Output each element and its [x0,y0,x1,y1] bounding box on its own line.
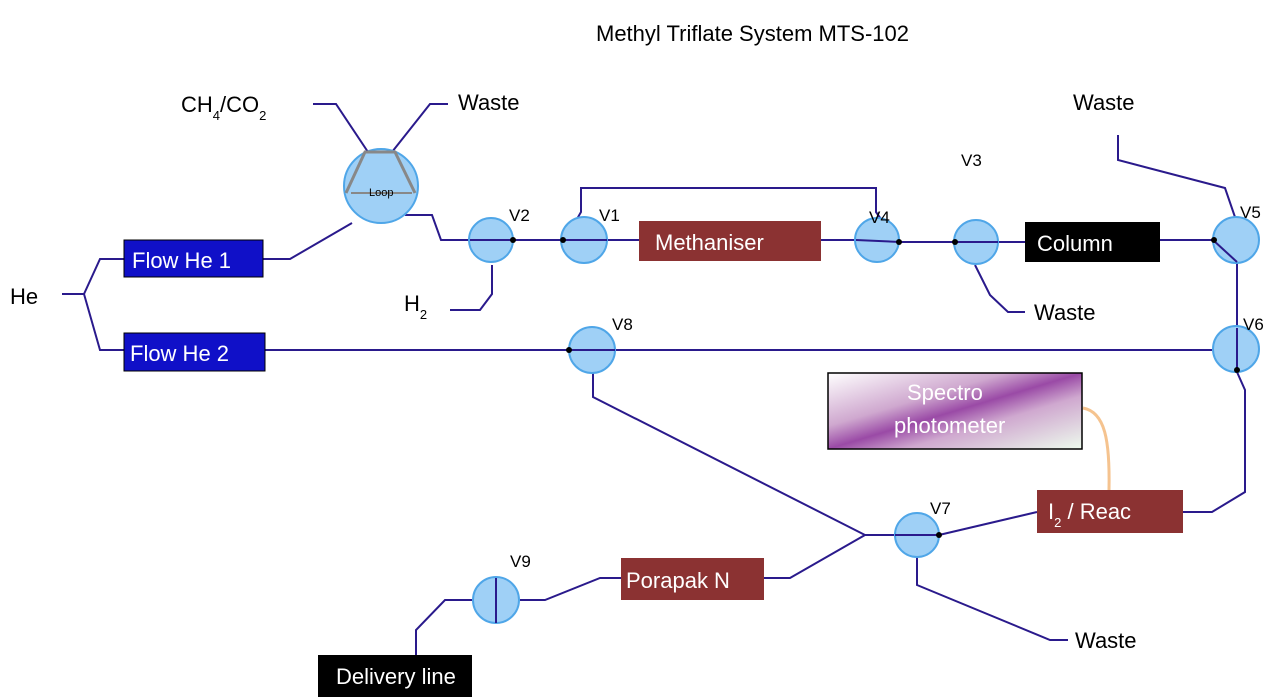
column-box[interactable]: Column [1025,222,1160,262]
valve-label-v3: V3 [961,151,982,170]
ch4-co2-label: CH4/CO2 [181,92,266,123]
diagram-title: Methyl Triflate System MTS-102 [596,21,909,46]
valve-label-v1: V1 [599,206,620,225]
valve-label-v2: V2 [509,206,530,225]
valve-label-v4: V4 [869,208,890,227]
valve-v6[interactable] [1212,325,1260,373]
flow-he-2-box[interactable]: Flow He 2 [123,332,266,372]
flow-he-2-label: Flow He 2 [130,341,229,366]
valve-label-v6: V6 [1243,315,1264,334]
flow-he-1-box[interactable]: Flow He 1 [123,239,264,278]
i2-reactor-box[interactable]: I2 / Reac [1037,490,1183,533]
spectrophotometer-box[interactable]: Spectro photometer [827,372,1083,450]
waste-label-v3: Waste [1034,300,1096,325]
he-source-label: He [10,284,38,309]
methaniser-label: Methaniser [655,230,764,255]
sample-loop-valve[interactable]: Loop [343,148,419,224]
methaniser-box[interactable]: Methaniser [639,221,821,261]
h2-label: H2 [404,291,427,322]
spectro-label-line1: Spectro [907,380,983,405]
valve-label-v9: V9 [510,552,531,571]
valve-label-v5: V5 [1240,203,1261,222]
porapak-box[interactable]: Porapak N [621,558,764,600]
spectro-label-line2: photometer [894,413,1005,438]
waste-label-v7: Waste [1075,628,1137,653]
valve-v3[interactable] [952,219,999,265]
waste-label-v5: Waste [1073,90,1135,115]
valve-label-v7: V7 [930,499,951,518]
valve-v4[interactable] [854,217,902,263]
valve-v5[interactable] [1211,216,1260,264]
valve-v8[interactable] [566,326,616,374]
valve-v9[interactable] [472,576,520,624]
delivery-line-label: Delivery line [336,664,456,689]
loop-label: Loop [369,187,393,199]
porapak-label: Porapak N [626,568,730,593]
delivery-line-box[interactable]: Delivery line [318,655,472,697]
i2-reactor-label: I2 / Reac [1048,499,1131,530]
valve-v2[interactable] [468,217,516,263]
signal-line [1082,406,1111,491]
valve-v7[interactable] [894,512,942,558]
valve-v1[interactable] [560,216,608,264]
valve-label-v8: V8 [612,315,633,334]
column-label: Column [1037,231,1113,256]
flow-he-1-label: Flow He 1 [132,248,231,273]
waste-label-loop: Waste [458,90,520,115]
